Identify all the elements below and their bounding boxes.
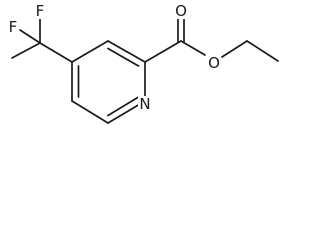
ester-oxygen-label: O [208,54,220,72]
atom-label-carbonyl-oxygen: O [174,2,188,20]
chemical-structure-diagram: F F O O N [7,2,279,124]
bond-ester-oxygen-ch2 [221,40,248,58]
bond-ch2-ch3 [246,40,279,62]
fluorine-left-label: F [9,18,18,36]
ring-nitrogen-label: N [139,95,150,113]
ring-double-bond-c3-c2 [107,47,140,67]
atom-label-fluorine-top: F [34,2,46,20]
difluoroethyl-group [11,16,73,63]
atom-label-ring-nitrogen: N [138,95,152,113]
bond-carbonyl-ester-oxygen [180,40,206,56]
carbonyl-oxygen-label: O [175,2,187,20]
fluorine-top-label: F [36,2,45,20]
bond-cf2-methyl [11,42,41,59]
bond-cf2-f-left [19,29,41,44]
ring-bond-c3-c2 [107,40,146,63]
pyridine-ring [71,40,146,124]
bond-ring-carbonyl [144,40,182,63]
atom-label-ester-oxygen: O [207,54,221,72]
bond-cf2-ring [39,42,73,63]
ring-bond-c4-c3 [71,40,109,63]
ethyl-ester-group [144,16,279,63]
ring-double-bond-n1-c6 [107,96,140,117]
atom-label-fluorine-left: F [7,18,19,36]
ring-bond-c6-c5 [71,100,109,124]
